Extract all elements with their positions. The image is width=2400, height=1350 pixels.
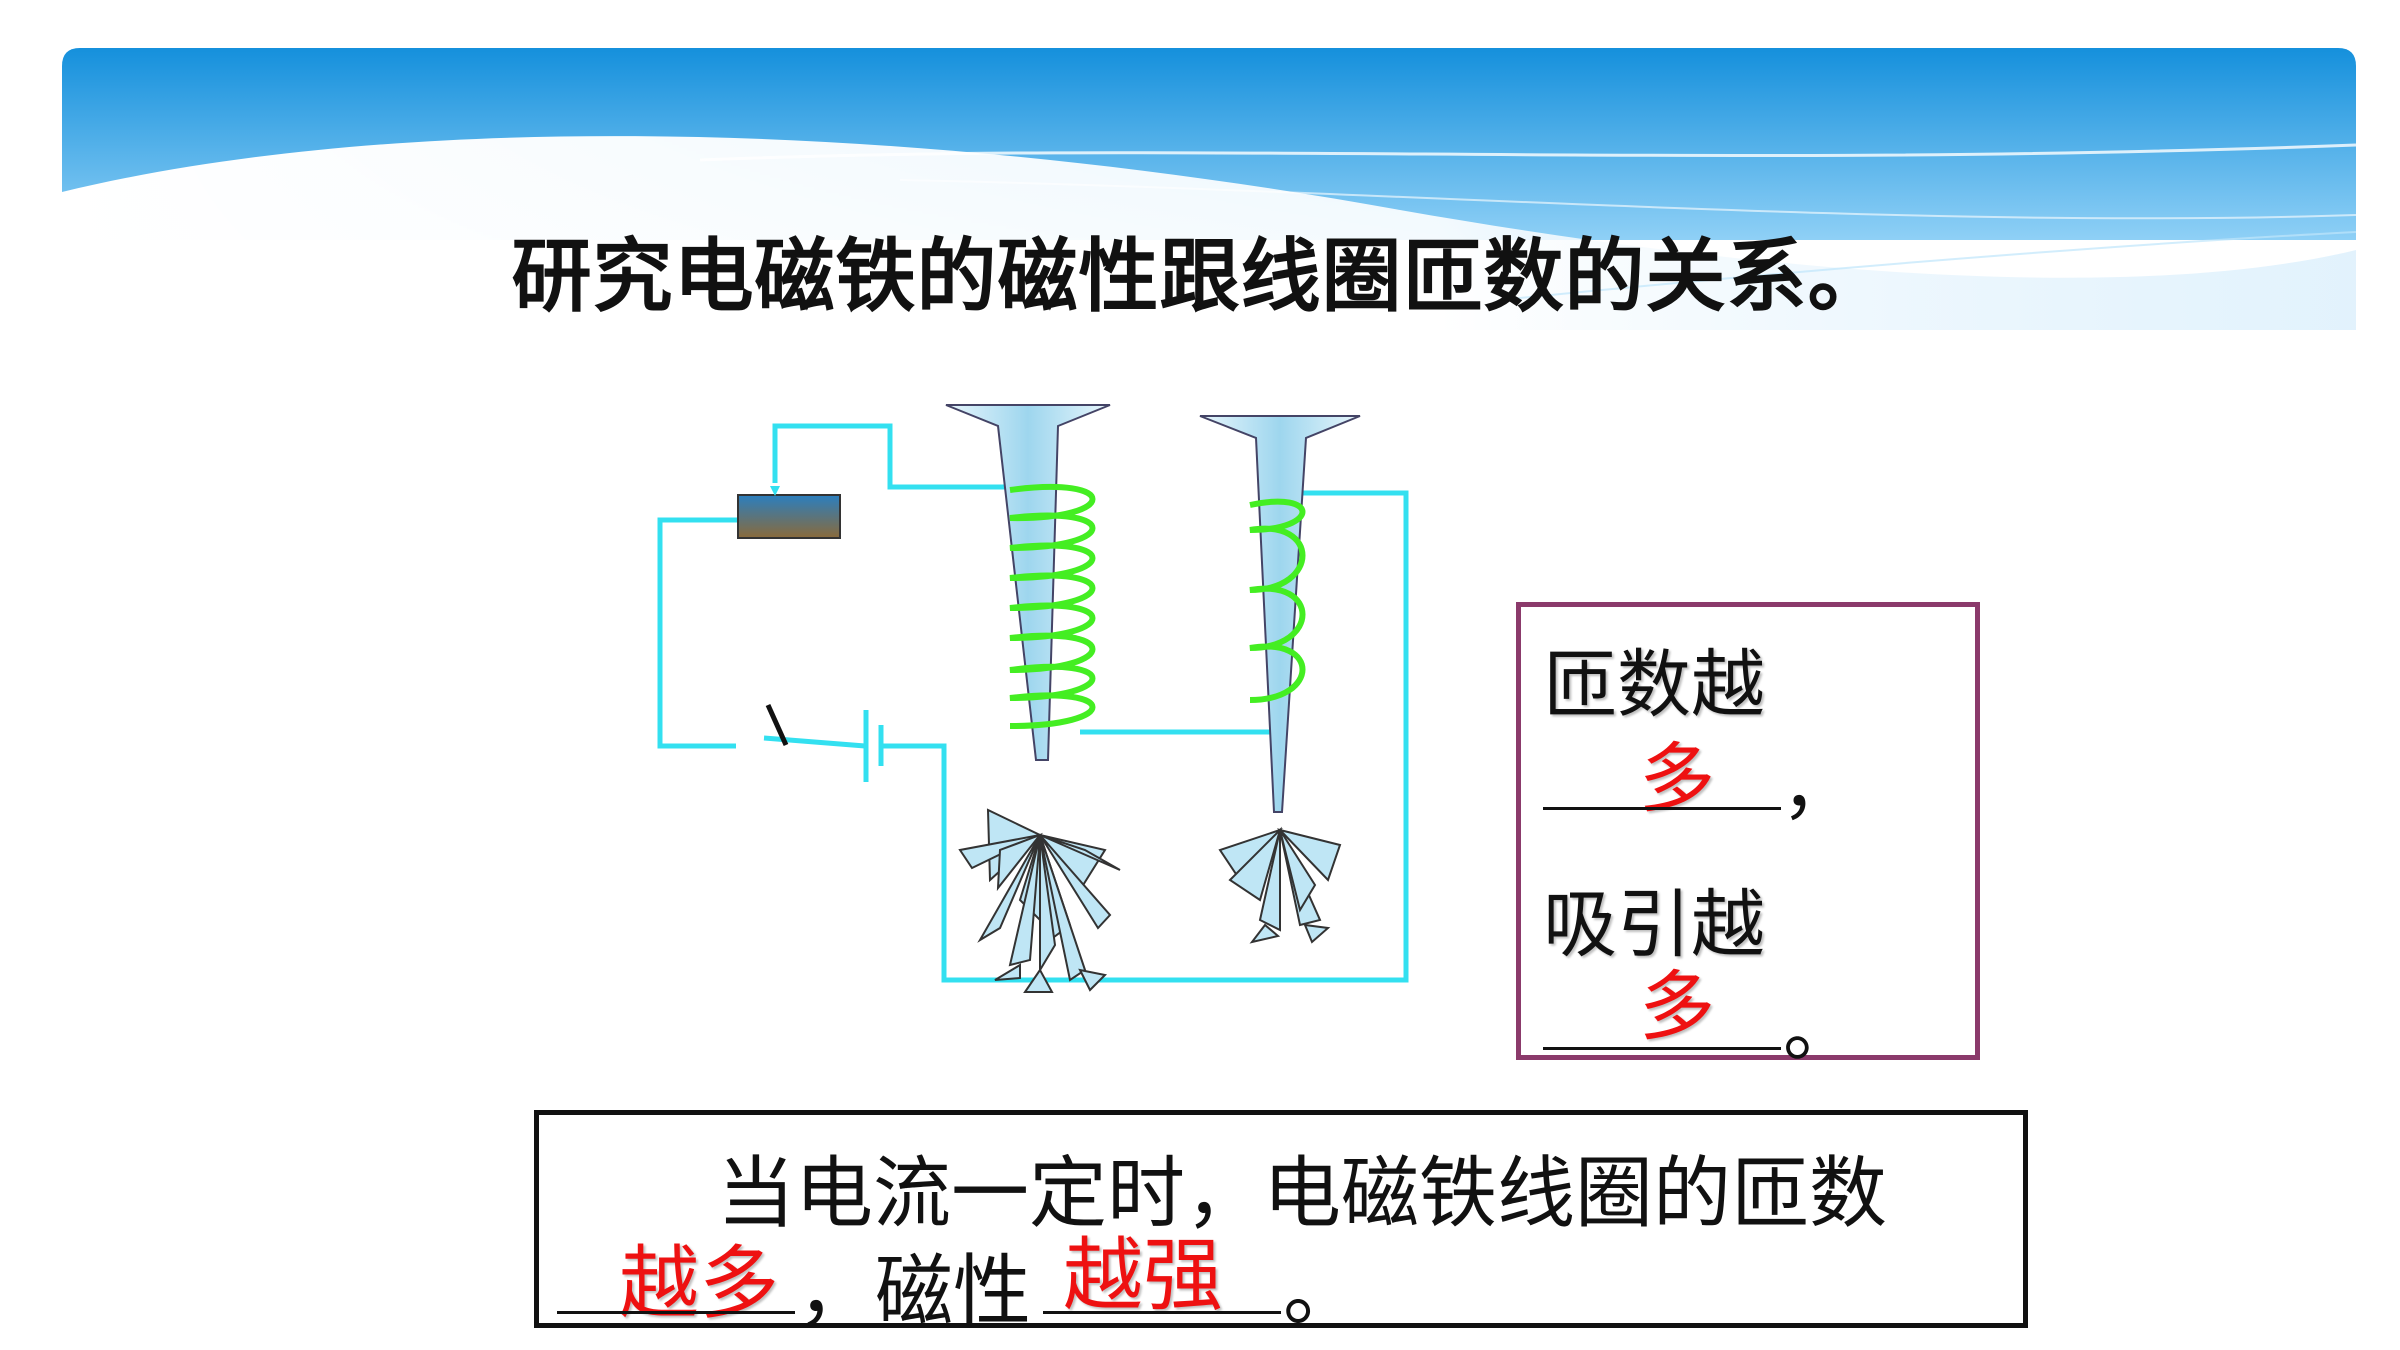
conclusion-text-line2: ，磁性 — [797, 1247, 1032, 1337]
conclusion-punct: 。 — [1283, 1247, 1362, 1337]
answer-box-punct2: 。 — [1783, 986, 1857, 1072]
conclusion-text-line1: 当电流一定时，电磁铁线圈的匝数 — [717, 1149, 1888, 1239]
answer-box-punct1: ， — [1781, 744, 1855, 830]
circuit-wires — [657, 423, 1409, 983]
attracted-pins-right — [1218, 826, 1342, 944]
answer-box-line2: 吸引越 — [1543, 882, 1765, 968]
switch-lever — [765, 703, 789, 747]
answer-box: 匝数越 多 ， 吸引越 多 。 — [1516, 602, 1980, 1072]
coil-few-turns — [1249, 498, 1306, 703]
conclusion-blank1 — [557, 1311, 795, 1314]
conclusion-box: 当电流一定时，电磁铁线圈的匝数 越多 ，磁性 越强 。 — [534, 1110, 2028, 1337]
conclusion-answer2: 越强 — [1063, 1229, 1223, 1322]
answer-box-line1: 匝数越 — [1543, 642, 1765, 728]
page-title: 研究电磁铁的磁性跟线圈匝数的关系。 — [511, 230, 1889, 323]
rheostat — [737, 494, 841, 539]
answer-box-blank1 — [1543, 807, 1781, 810]
conclusion-blank2 — [1043, 1311, 1281, 1314]
nail-left — [945, 404, 1111, 761]
answer-box-blank2 — [1543, 1047, 1781, 1050]
attracted-pins-left — [958, 808, 1121, 993]
battery-icon — [863, 710, 884, 782]
coil-many-turns — [1009, 484, 1096, 729]
answer-box-answer2: 多 — [1639, 962, 1715, 1051]
nail-right — [1199, 415, 1361, 813]
conclusion-answer1: 越多 — [619, 1237, 779, 1330]
header-banner — [62, 48, 2357, 330]
electromagnet-circuit-diagram — [657, 404, 1409, 993]
answer-box-answer1: 多 — [1639, 734, 1715, 823]
